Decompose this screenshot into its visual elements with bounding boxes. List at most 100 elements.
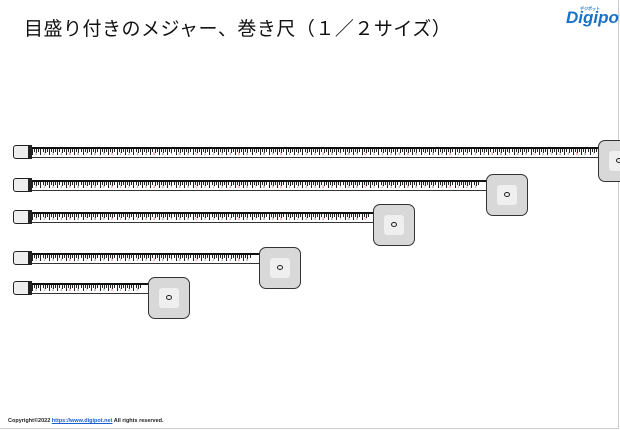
tape-tick [323,182,325,186]
tape-tick [46,255,48,258]
tape-tick [42,182,44,185]
tape-tick [76,182,77,185]
tape-number: 8 [516,152,519,156]
tape-tick [348,182,350,186]
tape-tick [232,182,234,185]
tape-tick [329,182,331,185]
tape-tick [141,214,143,220]
tape-hook [13,210,32,224]
tape-tick [162,149,164,153]
tape-tick [291,149,293,152]
tape-tick [156,149,158,152]
tape-number: 5 [491,152,494,156]
tape-number: 6 [77,185,80,189]
tape-tick [287,214,289,217]
tape-tick [112,285,113,289]
tape-tick [118,285,120,288]
tape-tick [160,182,162,185]
tape-number: 3 [474,185,477,189]
tape-tick [414,182,415,185]
tape-tick [148,149,149,152]
tape-tick [574,149,576,152]
tape-number: 5 [153,152,156,156]
tape-tick [334,182,335,185]
tape-number: 5 [406,152,409,156]
tape-tick [241,214,242,217]
tape-tick [51,182,52,185]
tape-tick [108,285,109,291]
tape-tick [55,255,56,258]
tape-number: 4 [144,217,147,221]
tape-number: 9 [356,185,359,189]
tape-number: 1 [204,258,206,262]
tape-number: 5 [237,152,240,156]
tape-number: 8 [347,185,350,189]
tape-tick [171,255,173,259]
tape-tick [53,255,54,259]
tape-tick [570,149,572,152]
tape-tick [448,149,449,152]
tape-tick [239,255,240,259]
tape-tick [365,214,367,218]
tape-tick [139,255,141,258]
tape-tick [72,149,73,152]
tape-tick [116,285,118,291]
tape-tick [331,149,333,153]
tape-tick [220,255,221,258]
tape-tick [65,149,67,155]
tape-tick [139,214,141,217]
tape-number: 8 [94,185,97,189]
tape-tick [146,182,147,186]
tape-tick [249,255,251,258]
tape-tick [160,214,162,217]
tape-tick [116,214,118,220]
tape-tick [55,182,56,185]
tape-tick [342,182,344,185]
tape-tick [239,214,240,218]
tape-tick [355,214,356,217]
tape-case [486,174,528,216]
site-link[interactable]: https://www.digipot.net [51,418,113,424]
tape-tick [101,285,103,288]
tape-tick [97,149,99,152]
tape-tick [418,149,420,152]
tape-tick [361,149,363,155]
tape-tick [327,214,329,220]
tape-tick [129,182,130,186]
tape-tick [475,149,477,153]
tape-number: 9 [271,152,274,156]
tape-tick [91,255,92,261]
tape-tick [179,255,181,259]
tape-case [598,140,620,182]
page-title: 目盛り付きのメジャー、巻き尺（１／２サイズ） [24,19,452,40]
tape-number: 9 [356,152,359,156]
tape-tick [67,182,69,185]
tape-tick [262,149,263,152]
tape-tick [258,214,259,217]
tape-tick [84,149,86,152]
tape-tick [376,149,377,152]
tape-tick [220,149,221,152]
tape-tick [274,182,276,185]
tape-tick [211,214,213,217]
tape-tick [272,149,274,153]
tape-number: 2 [43,217,46,221]
tape-tick [365,182,367,186]
tape-tick [152,182,153,185]
tape-tick [201,214,202,220]
tape-number: 6 [246,258,249,262]
tape-tick [127,255,128,258]
tape-tick [467,149,468,153]
tape-tick [114,285,115,288]
tape-tick [74,285,75,291]
tape-tick [181,149,183,152]
tape-tick [374,182,375,186]
tape-tick [84,285,86,288]
tape-number: 7 [339,152,342,156]
tape-tick [186,149,187,152]
tape-tick [503,149,504,152]
tape-number: 6 [584,152,587,156]
tape-tick [133,255,134,261]
